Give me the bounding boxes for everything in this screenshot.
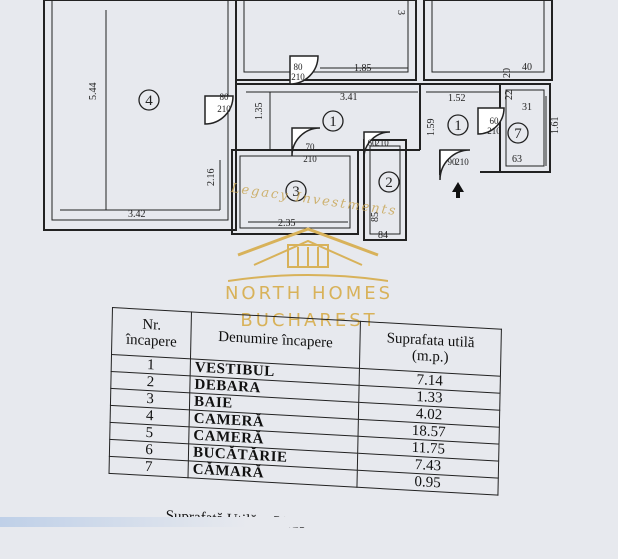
dim-1-59: 1.59 xyxy=(426,119,437,137)
door-label-w: 70 xyxy=(306,142,316,152)
dim-3: 3 xyxy=(395,10,406,15)
door-label-w: 60 xyxy=(490,116,500,126)
door-label-w: 80 xyxy=(220,92,230,102)
header-area: Suprafata utilă (m.p.) xyxy=(359,321,502,377)
bottom-edge xyxy=(0,517,618,527)
dim-2-35: 2.35 xyxy=(278,218,296,229)
door-label-h: 210 xyxy=(487,126,501,136)
room-label-7: 7 xyxy=(514,126,522,142)
header-nr: Nr. încapere xyxy=(111,307,192,359)
door-label-w: 80 xyxy=(294,62,304,72)
dim-20: 20 xyxy=(502,68,513,78)
dim-5-44: 5.44 xyxy=(88,83,99,101)
door-entrance xyxy=(439,149,471,181)
door-label-h: 210 xyxy=(303,154,317,164)
dim-3-41: 3.41 xyxy=(340,92,358,103)
door-room-3 xyxy=(291,127,321,157)
dim-1-35: 1.35 xyxy=(254,103,265,121)
dim-31: 31 xyxy=(522,102,532,113)
dim-1-61: 1.61 xyxy=(550,117,561,135)
entrance-arrow-icon xyxy=(452,182,464,198)
dim-1-52: 1.52 xyxy=(448,93,466,104)
room-label-1-right: 1 xyxy=(454,118,462,134)
wall-room-4 xyxy=(43,0,237,231)
dim-3-42: 3.42 xyxy=(128,209,146,220)
wall-room-top-right xyxy=(423,0,553,81)
door-room-7 xyxy=(477,107,505,135)
door-room-2 xyxy=(363,131,391,159)
room-area-table: Nr. încapere Denumire încapere Suprafata… xyxy=(109,307,502,496)
room-label-2: 2 xyxy=(385,175,393,191)
room-marker-7 xyxy=(507,122,529,144)
door-label-h: 210 xyxy=(291,72,305,82)
wall-room-top-middle xyxy=(235,0,417,81)
room-marker-4 xyxy=(138,89,160,111)
room-marker-1-right xyxy=(447,114,469,136)
room-marker-3 xyxy=(285,180,307,202)
door-room-4 xyxy=(204,95,234,125)
dim-22: 22 xyxy=(504,90,515,100)
door-label-w: 60 xyxy=(368,138,378,148)
row-nr: 7 xyxy=(109,456,189,478)
dim-2-16: 2.16 xyxy=(206,169,217,187)
door-label-h: 210 xyxy=(217,104,231,114)
dim-40: 40 xyxy=(522,62,532,73)
door-label-h: 210 xyxy=(455,157,469,167)
room-label-4: 4 xyxy=(145,93,153,109)
wall-room-2 xyxy=(363,139,407,241)
dim-84: 84 xyxy=(378,230,388,241)
dim-63: 63 xyxy=(512,154,522,165)
door-label-w: 90 xyxy=(448,157,458,167)
dim-85: 85 xyxy=(370,212,381,222)
door-label-h: 210 xyxy=(375,138,389,148)
floor-plan-document: 4 1 1 2 3 7 5.44 3.42 2.16 1.85 3.41 1.3… xyxy=(0,0,618,532)
room-label-1-main: 1 xyxy=(329,114,337,130)
floor-plan-drawing: 4 1 1 2 3 7 5.44 3.42 2.16 1.85 3.41 1.3… xyxy=(43,0,561,241)
room-marker-1-main xyxy=(322,110,344,132)
room-label-3: 3 xyxy=(292,184,300,200)
dim-1-85: 1.85 xyxy=(354,63,372,74)
door-top-middle xyxy=(289,55,319,85)
room-marker-2 xyxy=(378,171,400,193)
